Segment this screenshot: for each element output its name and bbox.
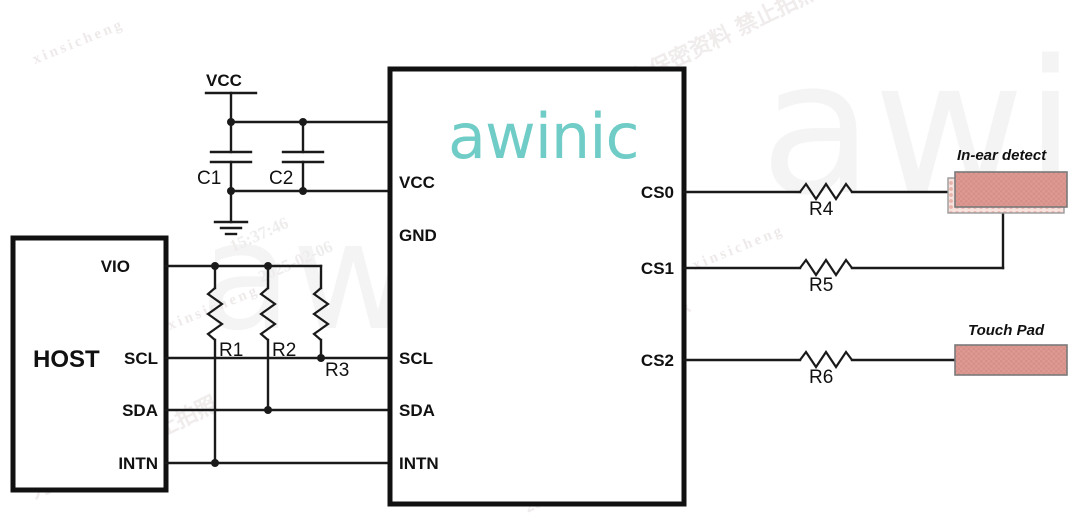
touch-pad-label: Touch Pad (968, 322, 1045, 339)
i2c-bus-wires (164, 262, 392, 467)
chip-pin-scl: SCL (399, 349, 433, 368)
touch-pad[interactable] (954, 344, 1068, 376)
r6-zigzag-body (799, 350, 853, 369)
node-dot-vcc-c2-top (299, 118, 307, 126)
node-dot-gnd-c1 (227, 187, 235, 195)
awinic-chip-block[interactable] (387, 66, 687, 507)
node-dot-scl-r3 (317, 354, 325, 362)
chip-block-outline (387, 66, 687, 507)
chip-pin-vcc: VCC (399, 173, 435, 192)
chip-pin-cs1: CS1 (641, 259, 674, 278)
host-block-label: HOST (33, 346, 100, 373)
node-dot-vio-r1 (211, 262, 219, 270)
cs-output-wires (682, 182, 1005, 369)
chip-pin-sda: SDA (399, 401, 435, 420)
r3-zigzag-body (312, 287, 330, 341)
in-ear-detect-pad-label: In-ear detect (957, 147, 1047, 164)
chip-pin-intn: INTN (399, 454, 439, 473)
host-pin-scl: SCL (124, 349, 158, 368)
node-dot-gnd-c2 (299, 187, 307, 195)
r5-zigzag-body (799, 258, 853, 277)
r4-ref-label: R4 (809, 199, 834, 220)
node-dot-sda-r2 (264, 406, 272, 414)
r4-zigzag-body (799, 182, 853, 201)
host-pin-intn: INTN (118, 454, 158, 473)
host-block-outline (10, 235, 169, 493)
r1-ref-label: R1 (219, 340, 243, 361)
chip-pin-cs0: CS0 (641, 183, 674, 202)
c2-ref-label: C2 (269, 168, 293, 189)
host-block[interactable] (10, 235, 169, 493)
node-dot-intn-r1 (211, 459, 219, 467)
in-ear-pad-electrode (954, 171, 1068, 208)
chip-pin-gnd: GND (399, 226, 437, 245)
awinic-logo: awinic (448, 100, 639, 173)
r1-zigzag-body (206, 287, 224, 341)
in-ear-detect-pad[interactable] (947, 171, 1068, 214)
c1-ref-label: C1 (197, 168, 221, 189)
r2-ref-label: R2 (272, 340, 296, 361)
node-dot-vcc-c1-top (227, 118, 235, 126)
host-pin-sda: SDA (122, 401, 158, 420)
host-pin-vio: VIO (101, 257, 130, 276)
r5-ref-label: R5 (809, 275, 833, 296)
r6-ref-label: R6 (809, 367, 833, 388)
r3-ref-label: R3 (325, 360, 349, 381)
touch-pad-electrode (954, 344, 1068, 376)
node-dot-vio-r2 (264, 262, 272, 270)
chip-pin-cs2: CS2 (641, 351, 674, 370)
power-supply-section (204, 91, 392, 236)
vcc-rail-label: VCC (206, 71, 242, 90)
r2-zigzag-body (259, 287, 277, 341)
